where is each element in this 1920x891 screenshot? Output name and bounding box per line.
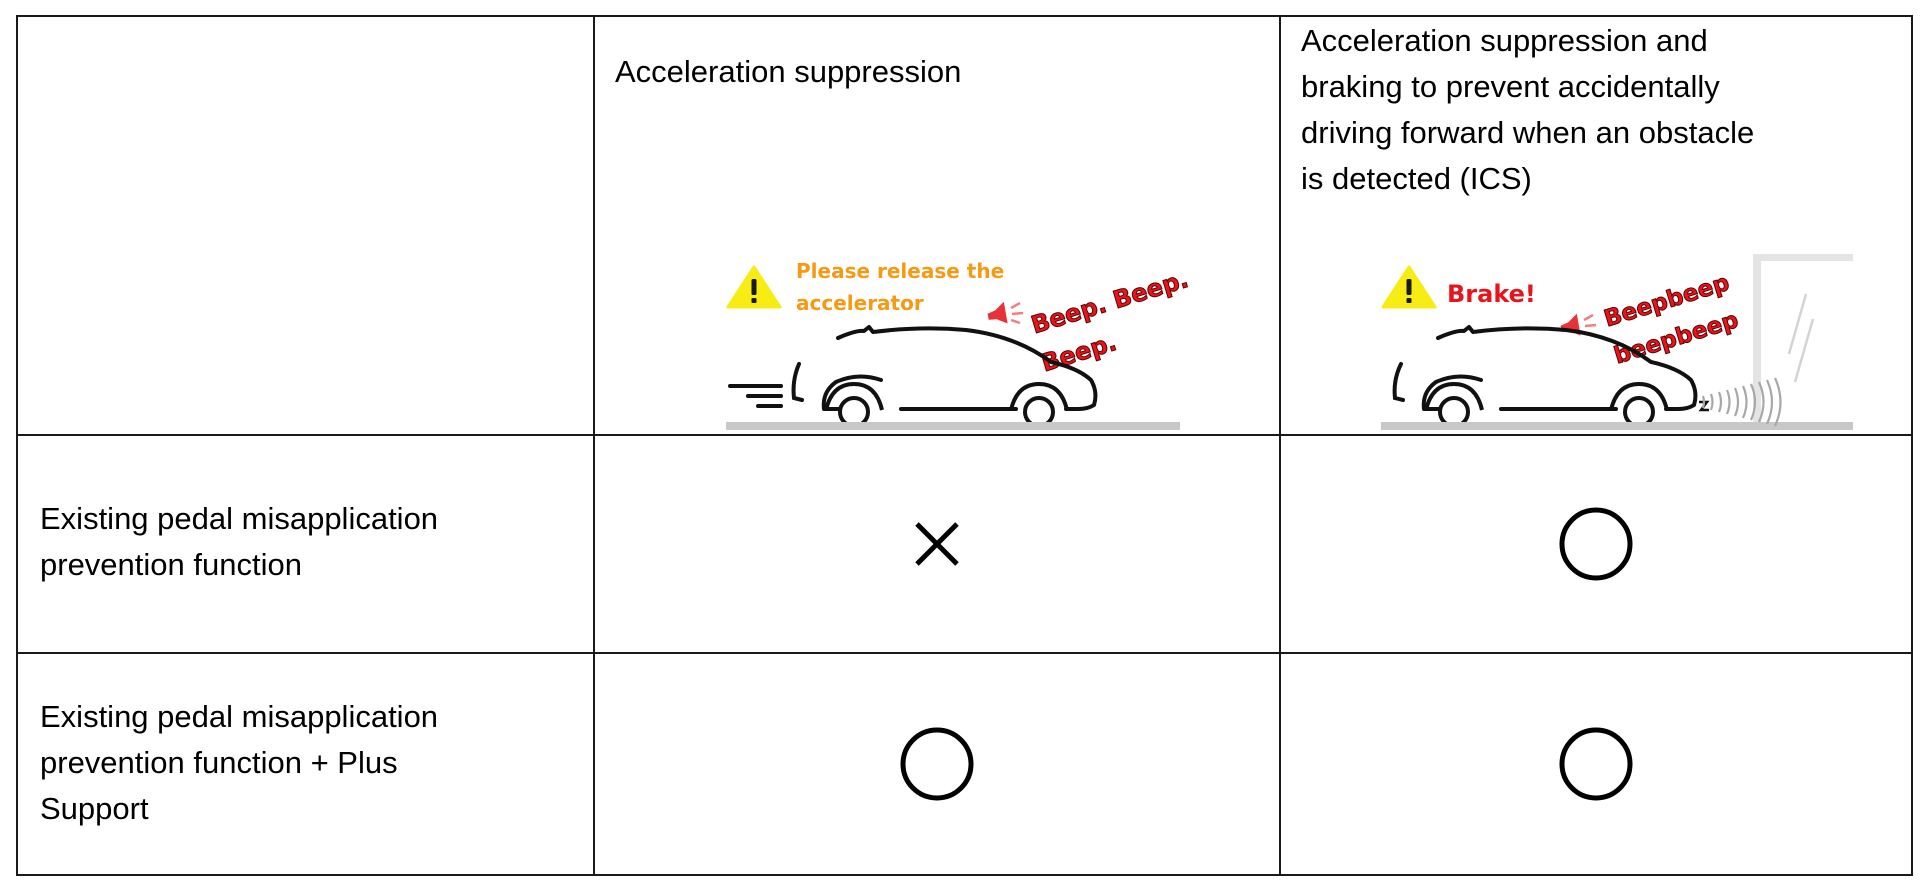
circle-mark-icon <box>1559 507 1633 581</box>
column-title-line: driving forward when an obstacle <box>1301 115 1755 150</box>
row-label-line: Existing pedal misapplication <box>40 501 439 537</box>
warning-message: Brake! <box>1447 280 1536 308</box>
row-label-line: Existing pedal misapplication <box>40 698 439 734</box>
warning-triangle-icon <box>1381 265 1437 309</box>
row-label-line: prevention function <box>40 547 302 583</box>
header-corner-cell <box>16 14 595 437</box>
column-title-line: is detected (ICS) <box>1301 161 1532 196</box>
row-label-line: prevention function + Plus <box>40 744 398 780</box>
cross-mark-icon <box>915 522 959 566</box>
warning-triangle-icon <box>726 265 782 309</box>
value-cell <box>593 434 1281 654</box>
illustration-ics: Brake! Beepbeep beepbeep <box>1381 232 1891 432</box>
circle-mark-icon <box>1559 727 1633 801</box>
value-cell <box>593 651 1281 877</box>
warning-message-line2: accelerator <box>796 291 924 315</box>
row-label-cell: Existing pedal misapplication prevention… <box>16 651 595 877</box>
row-label-cell: Existing pedal misapplication prevention… <box>16 434 595 654</box>
car-icon <box>1381 325 1853 430</box>
row-label: Existing pedal misapplication prevention… <box>40 694 438 832</box>
warning-message-line1: Please release the <box>796 259 1005 283</box>
car-icon <box>726 325 1180 430</box>
column-title-line: Acceleration suppression and <box>1301 23 1708 58</box>
column-title: Acceleration suppression and braking to … <box>1301 18 1861 202</box>
column-title: Acceleration suppression <box>615 54 962 89</box>
sensor-waves-icon <box>1701 377 1782 427</box>
header-cell-ics: Acceleration suppression and braking to … <box>1279 14 1913 437</box>
comparison-table: Acceleration suppression Please release … <box>16 14 1913 877</box>
glass-wall-icon <box>1753 254 1853 429</box>
table-row: Existing pedal misapplication prevention… <box>16 434 1913 654</box>
header-row: Acceleration suppression Please release … <box>16 14 1913 437</box>
row-label: Existing pedal misapplication prevention… <box>40 496 438 588</box>
table-row: Existing pedal misapplication prevention… <box>16 651 1913 877</box>
value-cell <box>1279 434 1913 654</box>
column-title-line: braking to prevent accidentally <box>1301 69 1720 104</box>
value-cell <box>1279 651 1913 877</box>
illustration-acceleration-suppression: Please release the accelerator Beep. Bee… <box>726 232 1196 432</box>
circle-mark-icon <box>900 727 974 801</box>
header-cell-acceleration-suppression: Acceleration suppression Please release … <box>593 14 1281 437</box>
row-label-line: Support <box>40 790 149 826</box>
speaker-icon <box>987 301 1024 325</box>
